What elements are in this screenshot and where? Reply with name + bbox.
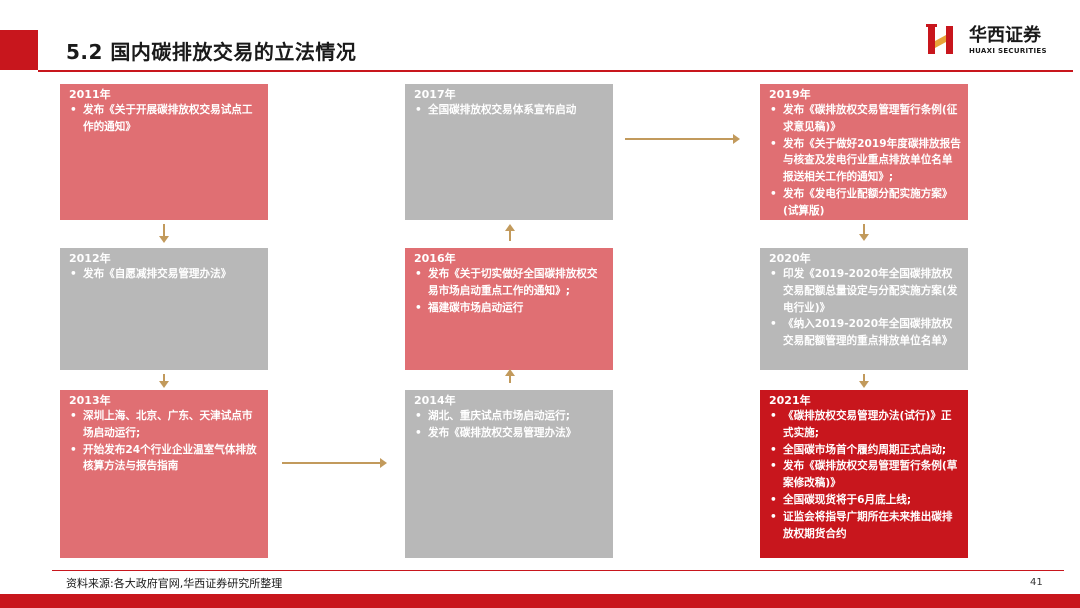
card-item: 湖北、重庆试点市场启动运行; bbox=[414, 408, 606, 425]
card-item: 全国碳排放权交易体系宣布启动 bbox=[414, 102, 606, 119]
arrow-2014-to-2016 bbox=[505, 369, 515, 383]
arrow-2012-to-2013 bbox=[159, 374, 169, 388]
card-year: 2012年 bbox=[69, 252, 111, 265]
timeline-card-2017: 2017年 全国碳排放权交易体系宣布启动 bbox=[405, 84, 613, 220]
arrow-2017-to-2019 bbox=[625, 134, 740, 144]
arrow-2019-to-2020 bbox=[859, 224, 869, 241]
card-item: 发布《发电行业配额分配实施方案》(试算版) bbox=[769, 186, 961, 220]
timeline-card-2021: 2021年 《碳排放权交易管理办法(试行)》正式实施; 全国碳市场首个履约周期正… bbox=[760, 390, 968, 558]
source-note: 资料来源:各大政府官网,华西证券研究所整理 bbox=[66, 577, 283, 590]
card-year: 2019年 bbox=[769, 88, 811, 101]
timeline-card-2019: 2019年 发布《碳排放权交易管理暂行条例(征求意见稿)》 发布《关于做好201… bbox=[760, 84, 968, 220]
page-number: 41 bbox=[1030, 577, 1043, 588]
timeline-card-2013: 2013年 深圳上海、北京、广东、天津试点市场启动运行; 开始发布24个行业企业… bbox=[60, 390, 268, 558]
footer-accent-bar bbox=[0, 594, 1080, 608]
card-item: 《碳排放权交易管理办法(试行)》正式实施; bbox=[769, 408, 961, 442]
company-logo: 华西证券 HUAXI SECURITIES bbox=[926, 20, 1066, 60]
card-item: 发布《自愿减排交易管理办法》 bbox=[69, 266, 261, 283]
timeline-card-2011: 2011年 发布《关于开展碳排放权交易试点工作的通知》 bbox=[60, 84, 268, 220]
arrow-2011-to-2012 bbox=[159, 224, 169, 243]
card-year: 2013年 bbox=[69, 394, 111, 407]
card-item: 证监会将指导广期所在未来推出碳排放权期货合约 bbox=[769, 509, 961, 543]
card-year: 2014年 bbox=[414, 394, 456, 407]
card-item: 福建碳市场启动运行 bbox=[414, 300, 606, 317]
footer-divider bbox=[52, 570, 1064, 571]
card-item: 发布《关于开展碳排放权交易试点工作的通知》 bbox=[69, 102, 261, 136]
card-item: 深圳上海、北京、广东、天津试点市场启动运行; bbox=[69, 408, 261, 442]
card-item: 发布《碳排放权交易管理暂行条例(草案修改稿)》 bbox=[769, 458, 961, 492]
logo-chinese-name: 华西证券 bbox=[969, 25, 1041, 46]
card-year: 2020年 bbox=[769, 252, 811, 265]
card-item: 发布《关于做好2019年度碳排放报告与核查及发电行业重点排放单位名单报送相关工作… bbox=[769, 136, 961, 186]
arrow-2016-to-2017 bbox=[505, 224, 515, 241]
card-item: 印发《2019-2020年全国碳排放权交易配额总量设定与分配实施方案(发电行业)… bbox=[769, 266, 961, 316]
title-divider bbox=[38, 70, 1073, 72]
card-item: 《纳入2019-2020年全国碳排放权交易配额管理的重点排放单位名单》 bbox=[769, 316, 961, 350]
arrow-2020-to-2021 bbox=[859, 374, 869, 388]
card-item: 开始发布24个行业企业温室气体排放核算方法与报告指南 bbox=[69, 442, 261, 476]
logo-english-name: HUAXI SECURITIES bbox=[969, 47, 1047, 55]
card-item: 发布《碳排放权交易管理办法》 bbox=[414, 425, 606, 442]
card-item: 发布《碳排放权交易管理暂行条例(征求意见稿)》 bbox=[769, 102, 961, 136]
timeline-card-2016: 2016年 发布《关于切实做好全国碳排放权交易市场启动重点工作的通知》; 福建碳… bbox=[405, 248, 613, 370]
card-year: 2017年 bbox=[414, 88, 456, 101]
card-item: 全国碳市场首个履约周期正式启动; bbox=[769, 442, 961, 459]
card-item: 发布《关于切实做好全国碳排放权交易市场启动重点工作的通知》; bbox=[414, 266, 606, 300]
card-year: 2021年 bbox=[769, 394, 811, 407]
huaxi-logo-icon bbox=[926, 24, 953, 54]
card-year: 2011年 bbox=[69, 88, 111, 101]
arrow-2013-to-2014 bbox=[282, 458, 387, 468]
card-year: 2016年 bbox=[414, 252, 456, 265]
timeline-card-2020: 2020年 印发《2019-2020年全国碳排放权交易配额总量设定与分配实施方案… bbox=[760, 248, 968, 370]
timeline-card-2012: 2012年 发布《自愿减排交易管理办法》 bbox=[60, 248, 268, 370]
page-title: 5.2 国内碳排放交易的立法情况 bbox=[66, 40, 357, 64]
header-accent-block bbox=[0, 30, 38, 70]
timeline-card-2014: 2014年 湖北、重庆试点市场启动运行; 发布《碳排放权交易管理办法》 bbox=[405, 390, 613, 558]
card-item: 全国碳现货将于6月底上线; bbox=[769, 492, 961, 509]
